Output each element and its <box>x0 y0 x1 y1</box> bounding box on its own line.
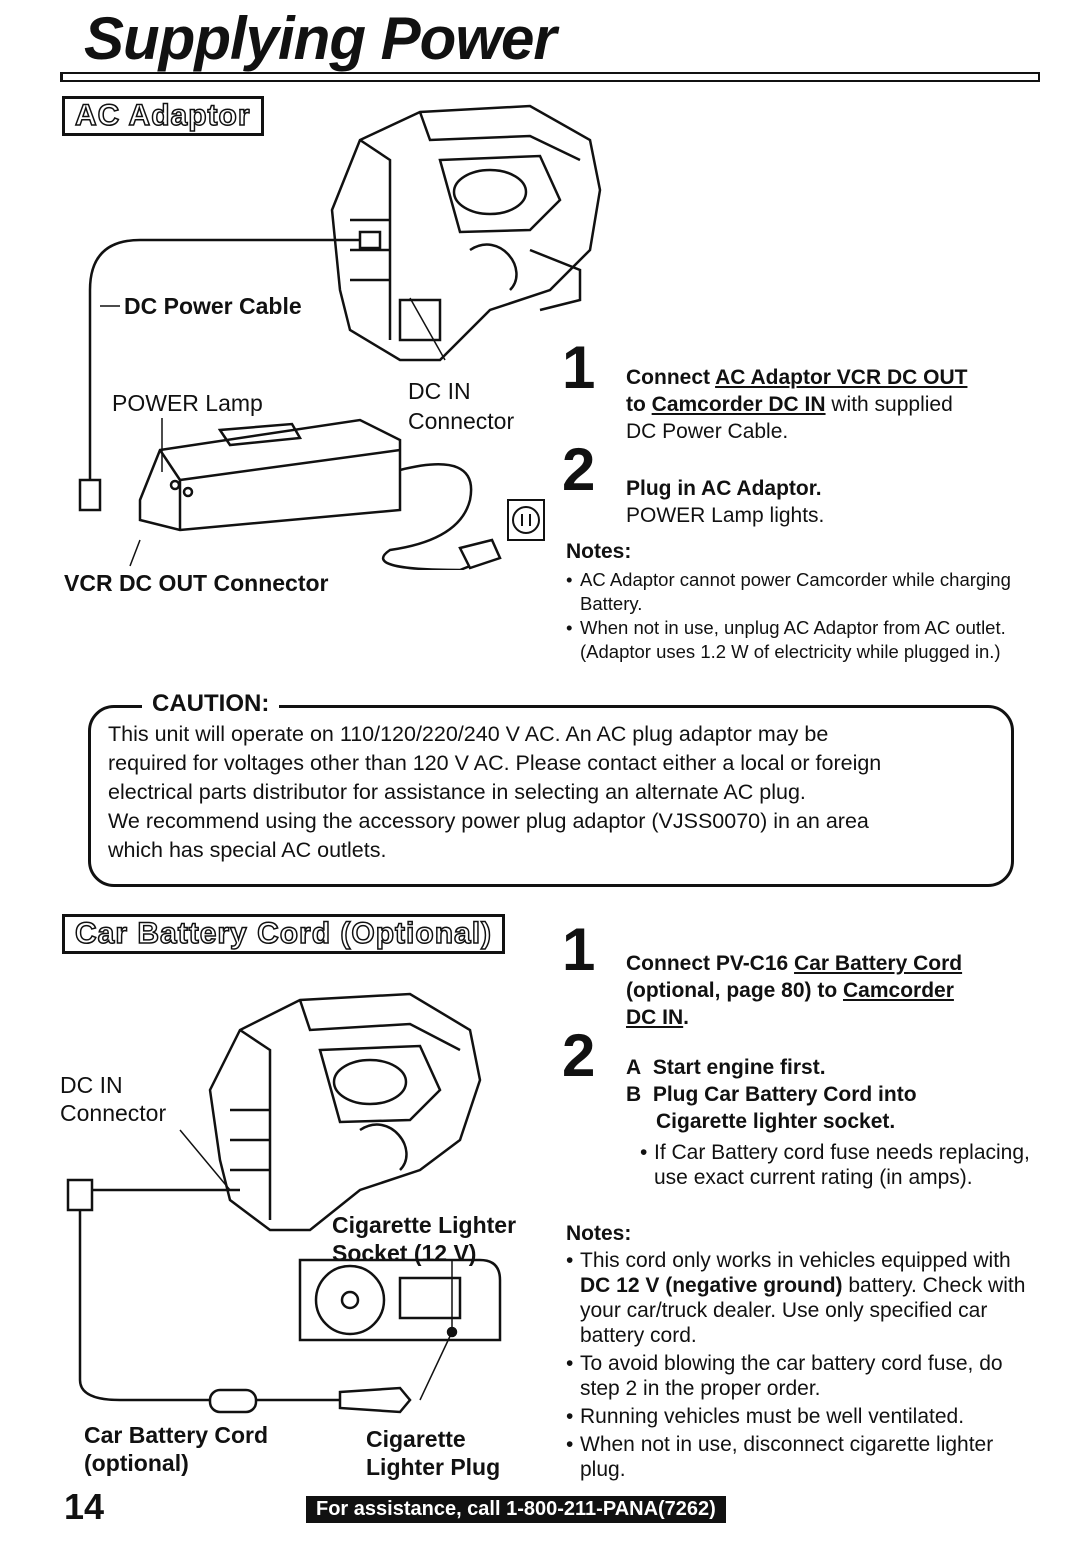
camcorder-drawing-2 <box>208 992 482 1232</box>
car-step-1-number: 1 <box>562 916 596 983</box>
car-note-1: This cord only works in vehicles equippe… <box>566 1248 1040 1348</box>
car-battery-heading: Car Battery Cord (Optional) <box>62 914 506 954</box>
car-step-2-a: A Start engine first. <box>626 1054 1046 1081</box>
label-leaders <box>100 297 446 567</box>
dc-in-label: DC IN <box>408 378 471 404</box>
car-step-2-b-text2: Cigarette lighter socket. <box>656 1110 896 1133</box>
ac-notes-heading: Notes: <box>566 540 632 563</box>
car-step-2-text: A Start engine first. B Plug Car Battery… <box>626 1054 1046 1135</box>
caution-text: This unit will operate on 110/120/220/24… <box>108 720 1008 865</box>
car-note-3: Running vehicles must be well ventilated… <box>566 1404 1040 1429</box>
car-step-1-suffix: . <box>683 1006 690 1029</box>
car-step-2-b-letter: B <box>626 1083 642 1106</box>
ac-step-1-line1: Connect AC Adaptor VCR DC OUT <box>626 364 1046 391</box>
car-notes-heading: Notes: <box>566 1222 632 1245</box>
cig-plug-label-1: Cigarette <box>366 1426 466 1452</box>
ac-step-1-number: 1 <box>562 334 596 401</box>
car-dc-in-label: DC IN <box>60 1072 123 1098</box>
car-step-1-link3: DC IN <box>626 1006 684 1029</box>
car-battery-heading-text: Car Battery Cord (Optional) <box>74 916 493 951</box>
car-step-1-prefix: Connect PV-C16 <box>626 952 795 975</box>
ac-step-2-text: POWER Lamp lights. <box>626 504 825 527</box>
cig-socket-label-2: Socket (12 V) <box>332 1240 477 1266</box>
car-step-1-text: Connect PV-C16 Car Battery Cord (optiona… <box>626 950 1046 1031</box>
car-note-4: When not in use, disconnect cigarette li… <box>566 1432 1040 1482</box>
car-note-1-a: This cord only works in vehicles equippe… <box>580 1249 1011 1272</box>
page-number: 14 <box>64 1486 105 1527</box>
ac-step-2-bold: Plug in AC Adaptor. <box>626 477 822 500</box>
ac-step-1-suffix: with supplied <box>825 393 953 416</box>
car-battery-illustration <box>66 992 502 1414</box>
ac-step-1-line3: DC Power Cable. <box>626 420 789 443</box>
ac-step-1-link1: AC Adaptor VCR DC OUT <box>715 366 968 389</box>
ac-step-1-link2: Camcorder DC IN <box>651 393 826 416</box>
camcorder-drawing <box>330 104 602 362</box>
car-step-1-link1: Car Battery Cord <box>794 952 963 975</box>
page-title: Supplying Power <box>84 5 557 72</box>
car-step-1-link2: Camcorder <box>843 979 954 1002</box>
ac-step-1-prefix: Connect <box>626 366 716 389</box>
car-step-2-a-text: Start engine first. <box>652 1056 826 1079</box>
ac-step-1-mid: to <box>626 393 652 416</box>
connector-label: Connector <box>408 408 515 434</box>
car-step-2-a-letter: A <box>626 1056 642 1079</box>
fuse-note-list: If Car Battery cord fuse needs replacing… <box>640 1140 1030 1193</box>
cig-socket-label-1: Cigarette Lighter <box>332 1212 517 1238</box>
car-cord-label-1: Car Battery Cord <box>84 1422 269 1448</box>
car-step-1-line2: (optional, page 80) to Camcorder <box>626 977 1046 1004</box>
assistance-banner: For assistance, call 1-800-211-PANA(7262… <box>306 1496 726 1523</box>
ac-adaptor-heading: AC Adaptor <box>62 96 264 136</box>
car-step-1-mid: (optional, page 80) to <box>626 979 844 1002</box>
car-label-leaders <box>179 1129 453 1401</box>
outlet-icon <box>507 499 545 541</box>
car-step-2-number: 2 <box>562 1022 596 1089</box>
ac-step-1-text: Connect AC Adaptor VCR DC OUT to Camcord… <box>626 364 1046 445</box>
car-note-1-c: battery. Check with your car/truck deale… <box>580 1274 1026 1347</box>
ac-step-1-line2: to Camcorder DC IN with supplied <box>626 391 1046 418</box>
cig-plug-label-2: Lighter Plug <box>366 1454 501 1480</box>
ac-notes-list: AC Adaptor cannot power Camcorder while … <box>566 568 1038 664</box>
car-connector-label: Connector <box>60 1100 167 1126</box>
car-step-2-b-text1: Plug Car Battery Cord into <box>652 1083 917 1106</box>
dashboard-drawing <box>298 1258 502 1342</box>
ac-note-1: AC Adaptor cannot power Camcorder while … <box>566 568 1038 616</box>
car-notes-list: This cord only works in vehicles equippe… <box>566 1248 1040 1485</box>
power-lamp-label: POWER Lamp <box>112 390 263 416</box>
ac-adaptor-drawing <box>138 418 402 532</box>
caution-title: CAUTION: <box>142 690 280 718</box>
car-cord-drawing <box>66 1178 412 1414</box>
dc-power-cable-label: DC Power Cable <box>124 293 302 319</box>
ac-adaptor-illustration <box>78 104 602 570</box>
dc-power-cable-drawing <box>78 230 382 512</box>
ac-step-2-number: 2 <box>562 436 596 503</box>
caution-line-1: This unit will operate on 110/120/220/24… <box>108 722 829 746</box>
caution-line-3: electrical parts distributor for assista… <box>108 780 806 804</box>
fuse-note: If Car Battery cord fuse needs replacing… <box>640 1140 1030 1190</box>
caution-line-5: which has special AC outlets. <box>108 838 387 862</box>
ac-adaptor-heading-text: AC Adaptor <box>74 98 251 133</box>
car-step-2-b: B Plug Car Battery Cord into <box>626 1081 1046 1108</box>
car-cord-label-2: (optional) <box>84 1450 189 1476</box>
caution-box <box>88 705 1014 887</box>
car-note-2: To avoid blowing the car battery cord fu… <box>566 1351 1040 1401</box>
ac-note-2: When not in use, unplug AC Adaptor from … <box>566 616 1038 664</box>
caution-line-4: We recommend using the accessory power p… <box>108 809 869 833</box>
title-rule <box>60 72 1040 82</box>
car-note-1-b: DC 12 V (negative ground) <box>580 1274 843 1297</box>
caution-line-2: required for voltages other than 120 V A… <box>108 751 882 775</box>
car-step-1-line1: Connect PV-C16 Car Battery Cord <box>626 950 1046 977</box>
vcr-dc-out-label: VCR DC OUT Connector <box>64 570 329 596</box>
car-step-1-line3: DC IN. <box>626 1004 1046 1031</box>
ac-cord-drawing <box>382 463 502 570</box>
